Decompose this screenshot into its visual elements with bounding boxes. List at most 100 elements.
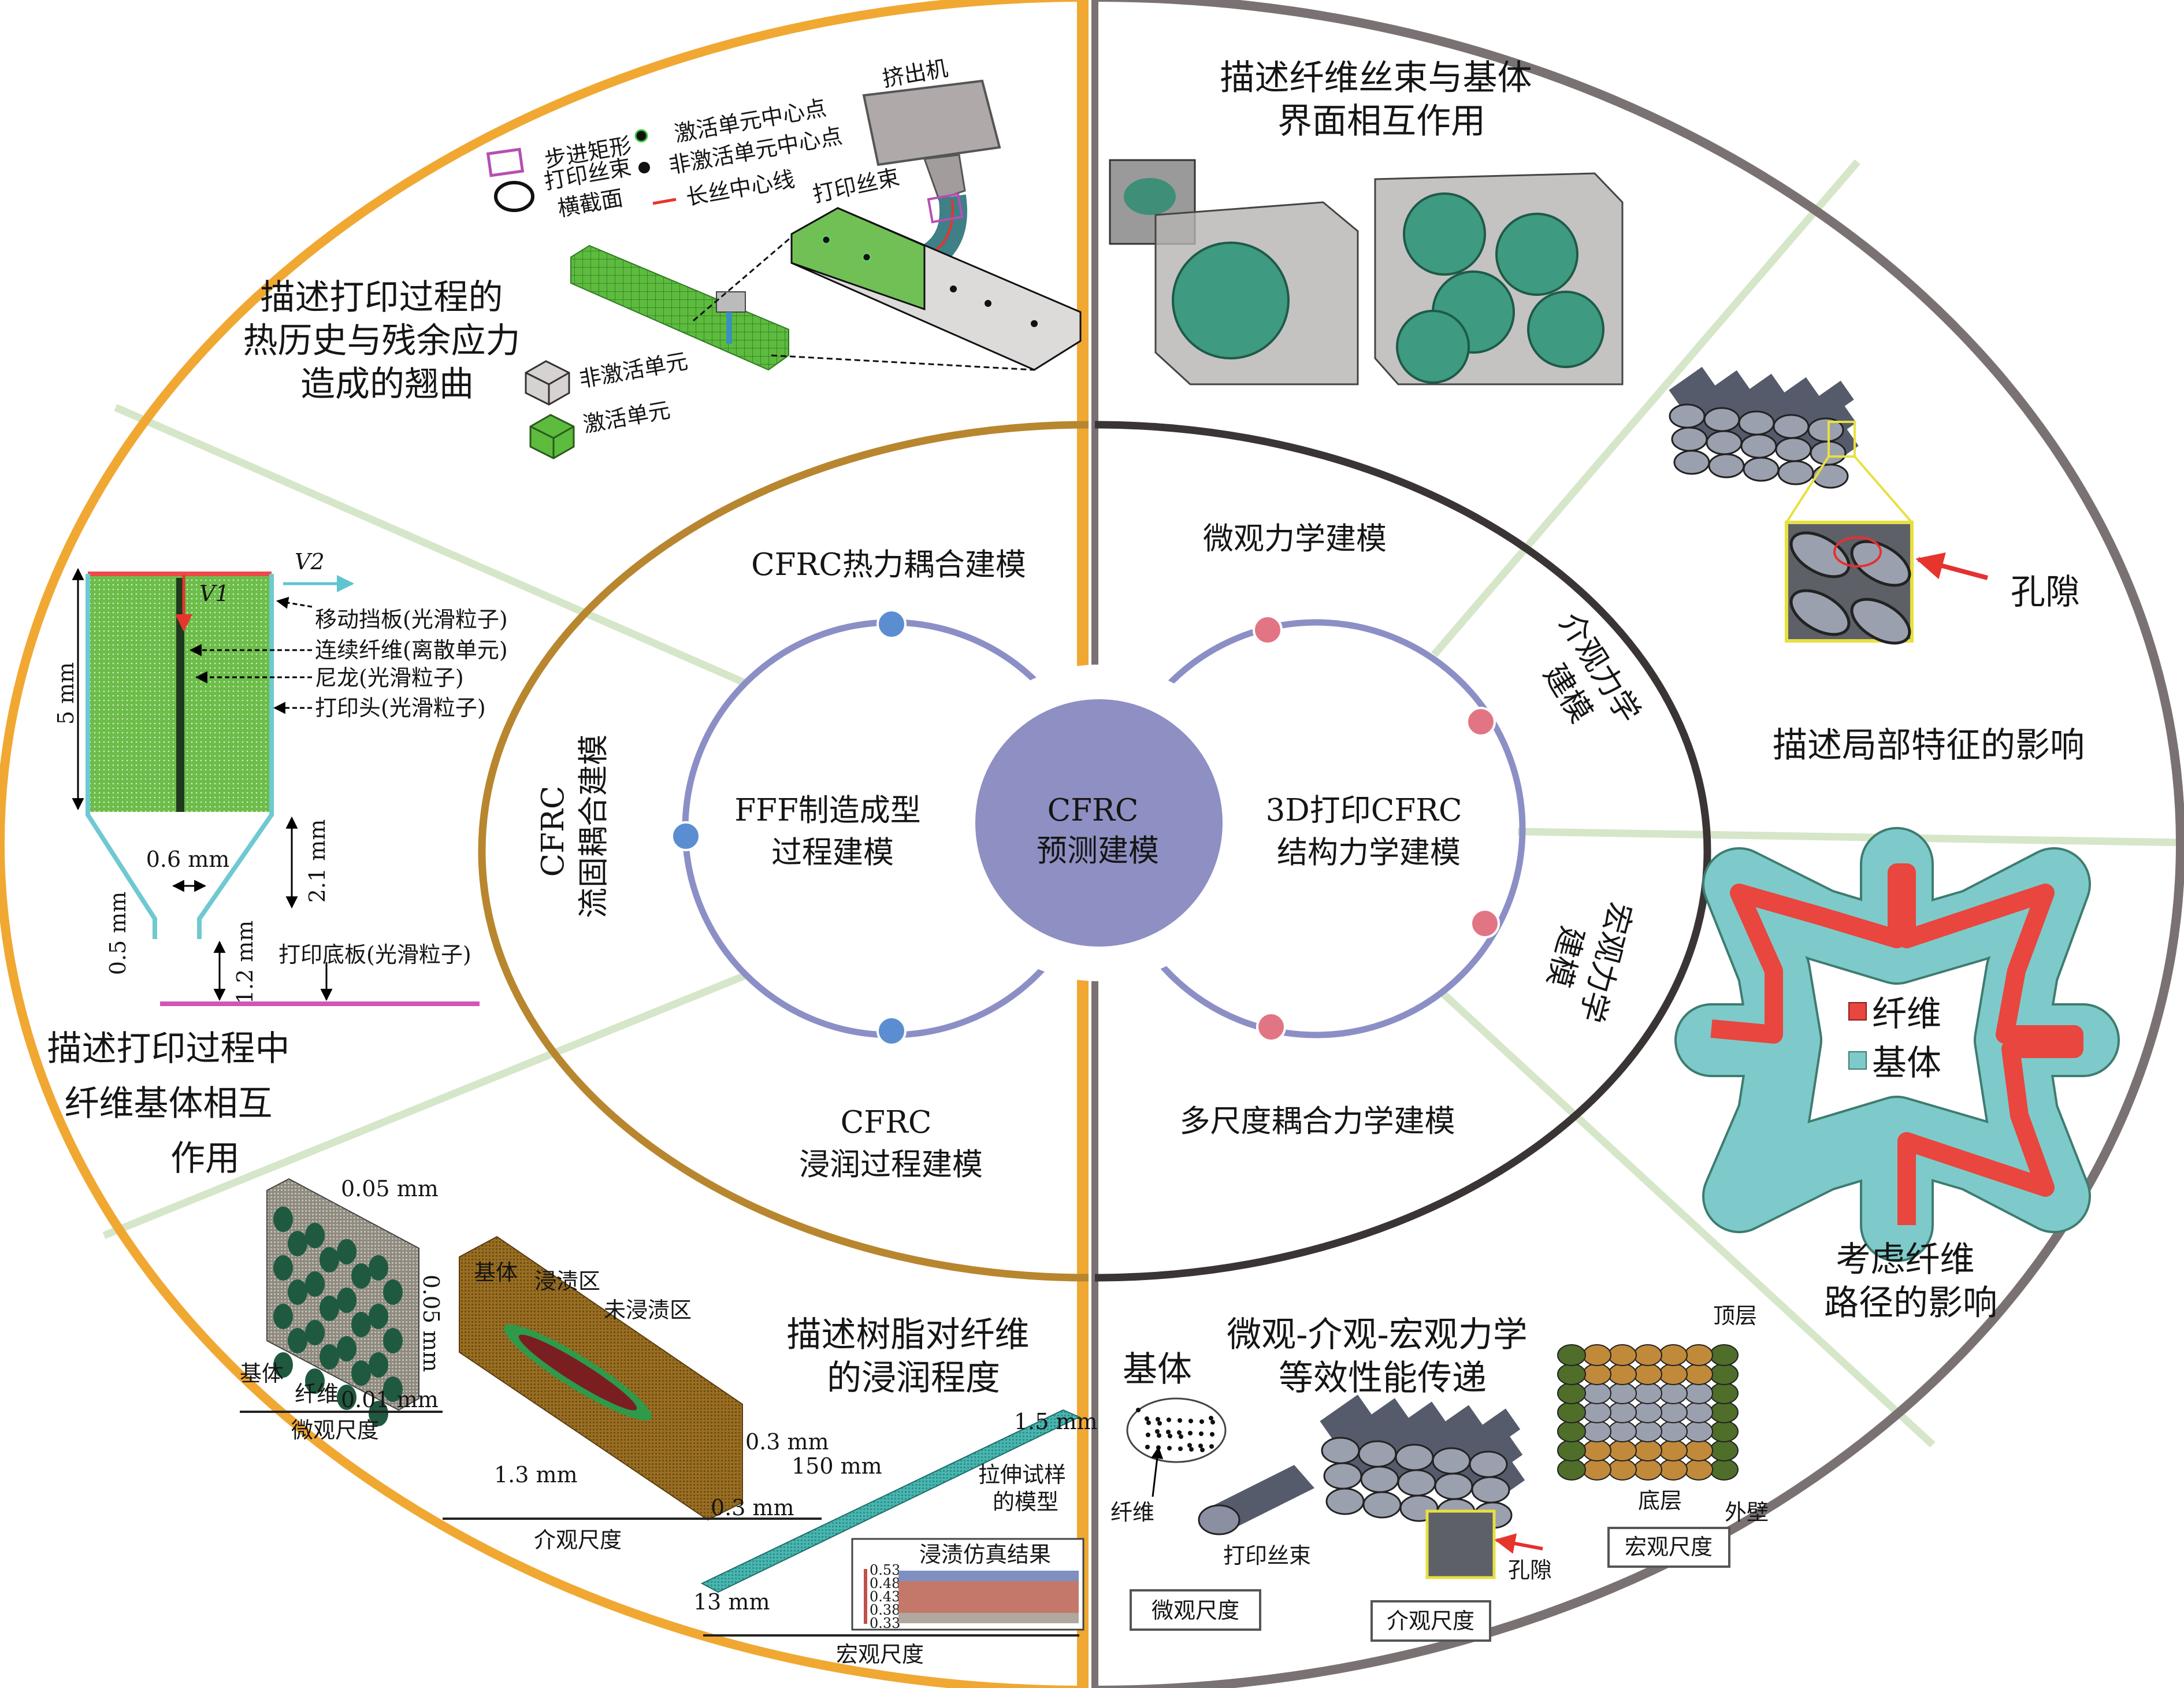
active-element-label: 激活单元 (581, 397, 672, 437)
svg-text:0.48: 0.48 (870, 1575, 900, 1591)
fiber-cross-section (273, 1304, 293, 1329)
filament-end (1557, 1344, 1586, 1366)
node-dot-pink (1256, 1012, 1286, 1042)
legend-step-rect-icon (486, 147, 525, 177)
fiber-cross-section (369, 1255, 388, 1281)
fiber-cross-section (369, 1352, 388, 1378)
dim-cone: 2.1 mm (304, 819, 330, 903)
fiber-cross-section (337, 1288, 356, 1313)
filament-label: 打印丝束 (811, 164, 902, 207)
filament-end (1710, 1420, 1739, 1442)
filament-body (1773, 377, 1819, 420)
filament-end (1583, 1440, 1611, 1461)
filament-end (1671, 426, 1708, 452)
ring-nodes (671, 609, 1500, 1046)
filament-end (1684, 1420, 1713, 1442)
filament-body (1738, 373, 1785, 416)
filament-body (1703, 370, 1750, 413)
moving-plate-label: 移动挡板(光滑粒子) (315, 607, 508, 632)
fiber-dot (1210, 1432, 1214, 1437)
fiber-dot (1177, 1430, 1182, 1435)
outer-wall-label: 外壁 (1725, 1500, 1769, 1525)
fiber-dot (1145, 1416, 1149, 1421)
filament-end (1633, 1459, 1662, 1481)
dim-gap: 1.2 mm (232, 921, 258, 1004)
active-elements (790, 207, 926, 311)
nylon-label: 尼龙(光滑粒子) (315, 665, 464, 691)
base-plate-label: 打印底板(光滑粒子) (278, 942, 471, 967)
result-field-mid (898, 1581, 1079, 1613)
filament-end (1659, 1440, 1688, 1461)
filament-end (1659, 1382, 1688, 1404)
path-description: 考虑纤维 路径的影响 (1824, 1240, 1997, 1323)
middle-ring-right-arc (1094, 421, 1711, 1282)
fiber-dot (1167, 1446, 1172, 1450)
filament-end (1360, 1466, 1399, 1493)
micro-scale-label: 微观尺度 (1152, 1598, 1239, 1623)
fiber-dot (1167, 1418, 1171, 1422)
fiber-dot (1155, 1429, 1160, 1434)
pore-label: 孔隙 (1508, 1557, 1552, 1583)
panel-interaction: V2 V1 移动挡板(光滑粒子) 连续纤维(离散单元) 尼龙(光滑粒子) 打印头… (47, 549, 507, 1179)
multiscale-description: 微观-介观-宏观力学 等效性能传递 (1227, 1315, 1539, 1398)
fiber-dot (1146, 1420, 1151, 1425)
pore-label: 孔隙 (2011, 572, 2080, 613)
filament-end (1633, 1420, 1662, 1442)
inactive-center-dot (1031, 320, 1038, 327)
divider-spokes (102, 159, 2184, 1448)
continuous-fiber (176, 578, 184, 812)
fiber-dot (1179, 1434, 1183, 1439)
legend-inactive-dot-icon (638, 162, 650, 173)
macro-scale-label: 宏观尺度 (1625, 1534, 1713, 1560)
structural-mechanics-label: 3D打印CFRC 结构力学建模 (1266, 793, 1472, 870)
fiber-cross-section (288, 1279, 307, 1305)
fiber-label: 连续纤维(离散单元) (315, 637, 508, 663)
meso-length: 1.3 mm (494, 1462, 578, 1487)
fiber-cross-section (305, 1320, 325, 1345)
node-dot-blue (671, 821, 701, 851)
spoke-right-top (1431, 159, 1860, 658)
filament-label: 打印丝束 (1223, 1543, 1311, 1568)
filament-end (1608, 1363, 1637, 1385)
panel-interface: 描述纤维丝束与基体 界面相互作用 (1109, 58, 1624, 385)
filament-end (1608, 1401, 1637, 1423)
filament-end (1708, 453, 1745, 478)
micro-fiber-label: 纤维 (295, 1381, 339, 1407)
fiber-cross-section (273, 1207, 293, 1232)
fiber-cross-section (337, 1239, 356, 1264)
macro-mechanics-label: 宏观力学 建模 (1531, 888, 1639, 1036)
center-circle (941, 665, 1257, 981)
meso-unimpregnated-label: 未浸渍区 (604, 1297, 692, 1323)
tensile-model-label: 拉伸试样 的模型 (978, 1462, 1073, 1515)
impregnation-description: 描述树脂对纤维 的浸润程度 (786, 1315, 1040, 1398)
filament-end (1395, 1444, 1434, 1471)
filament-end (1684, 1459, 1713, 1481)
fiber-cross-section (351, 1360, 371, 1386)
fiber-cross-section (337, 1336, 356, 1361)
fiber-dot (1146, 1433, 1150, 1437)
svg-text:0.43: 0.43 (870, 1589, 900, 1605)
spoke-left-top (114, 404, 747, 687)
active-center-dot (821, 235, 831, 245)
filament-end (1740, 433, 1777, 459)
filament-end (1684, 1440, 1713, 1461)
filament-end (1608, 1420, 1637, 1442)
multi-fiber-bundles (1396, 192, 1604, 384)
filament-body (1468, 1408, 1521, 1456)
fiber-cross-section (351, 1263, 371, 1289)
infiltration-label: CFRC 浸润过程建模 (799, 1105, 983, 1182)
micro-dim-depth: 0.01 mm (341, 1387, 439, 1412)
filament-end (1583, 1401, 1611, 1423)
micro-cross-section (1126, 1397, 1227, 1463)
legend-fiber-swatch (1848, 1002, 1867, 1021)
fiber-cross-section (369, 1304, 388, 1329)
meso-zoom-inset (1425, 1509, 1496, 1579)
fiber-cross-section (288, 1328, 307, 1353)
legend-matrix-swatch (1848, 1051, 1867, 1070)
active-center-dot (861, 252, 872, 262)
filament-end (1557, 1440, 1586, 1461)
fiber-cross-section (351, 1312, 371, 1337)
fiber-cross-section (288, 1231, 307, 1256)
filament-end (1583, 1420, 1611, 1442)
